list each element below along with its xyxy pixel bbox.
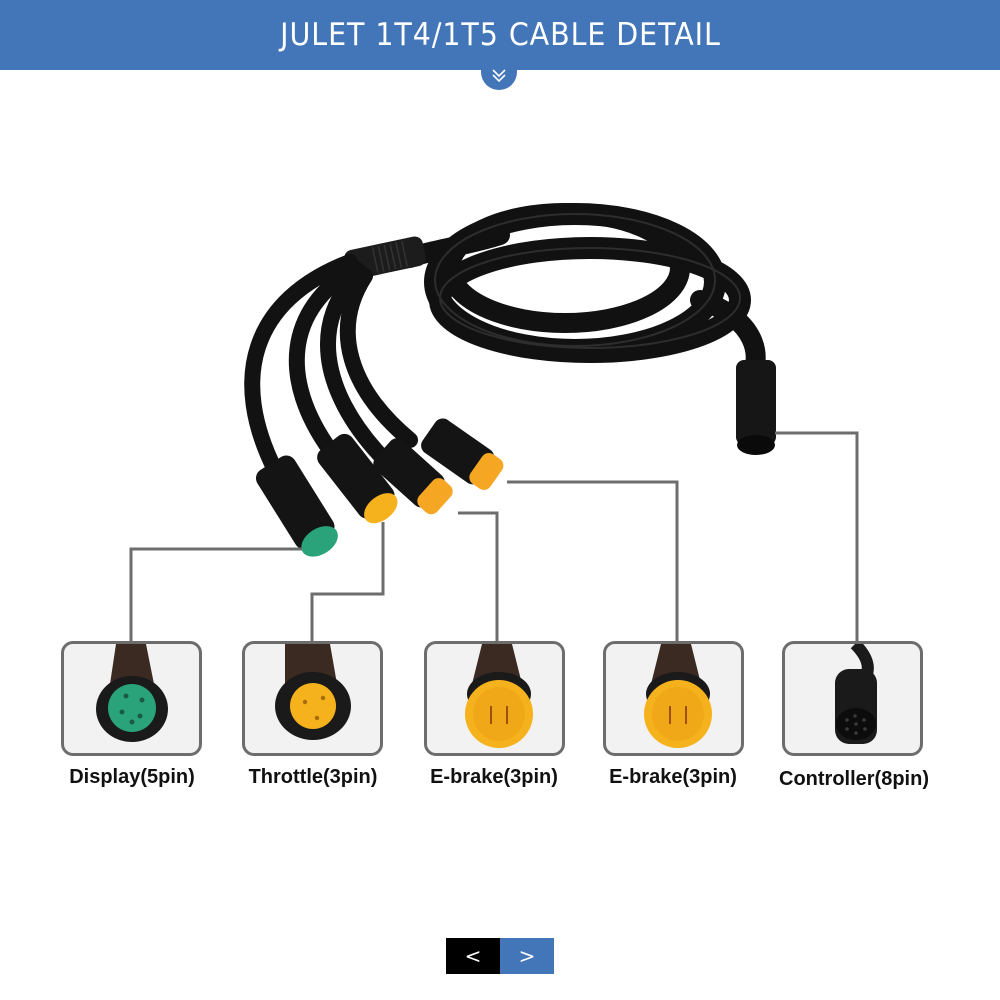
ebrake-connector-photo-2	[644, 644, 712, 748]
scroll-down-badge[interactable]	[481, 62, 517, 90]
prev-button[interactable]: <	[446, 938, 500, 974]
display-connector-photo	[96, 644, 168, 742]
ebrake-plug-2	[421, 418, 504, 490]
ebrake-plug-1	[373, 438, 453, 515]
connector-card-display	[61, 641, 202, 756]
throttle-plug	[317, 433, 398, 524]
controller-connector-photo	[835, 644, 877, 744]
connector-card-controller	[782, 641, 923, 756]
double-chevron-down-icon	[492, 69, 506, 83]
connector-label-ebrake-2: E-brake(3pin)	[609, 766, 737, 788]
connector-label-throttle: Throttle(3pin)	[248, 766, 378, 788]
connector-label-display: Display(5pin)	[69, 766, 195, 788]
chevron-left-icon: <	[464, 944, 482, 968]
page-title: JULET 1T4/1T5 CABLE DETAIL	[279, 17, 721, 53]
connector-card-throttle	[242, 641, 383, 756]
connector-label-controller: Controller(8pin)	[779, 768, 929, 790]
connector-card-ebrake-1	[424, 641, 565, 756]
header-banner: JULET 1T4/1T5 CABLE DETAIL	[0, 0, 1000, 70]
display-plug	[255, 455, 338, 557]
image-pager: < >	[446, 938, 554, 974]
throttle-connector-photo	[275, 644, 351, 740]
ebrake-connector-photo-1	[465, 644, 533, 748]
callout-lines	[129, 431, 859, 642]
next-button[interactable]: >	[500, 938, 554, 974]
connector-card-ebrake-2	[603, 641, 744, 756]
connector-label-ebrake-1: E-brake(3pin)	[430, 766, 558, 788]
chevron-right-icon: >	[518, 944, 536, 968]
controller-plug	[736, 360, 776, 455]
